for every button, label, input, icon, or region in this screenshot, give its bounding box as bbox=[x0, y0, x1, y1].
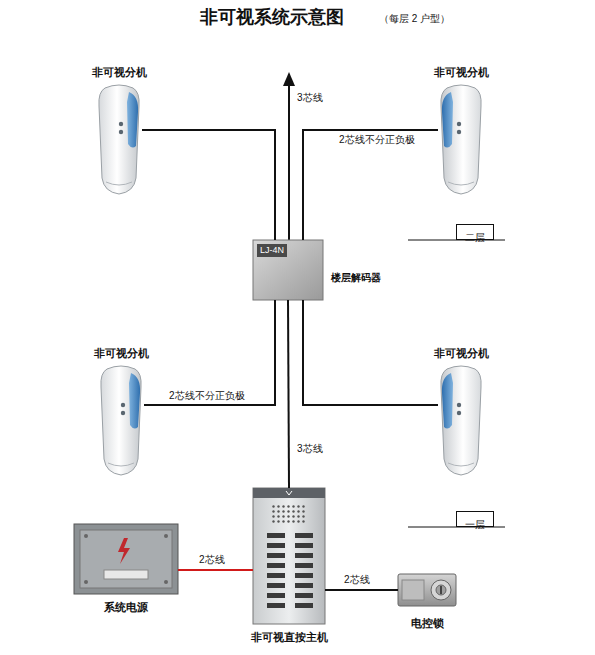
wire-connector bbox=[142, 130, 275, 240]
handset-picture bbox=[441, 366, 481, 475]
wire-label: 2芯线 bbox=[198, 554, 226, 566]
note-label: （每层 2 户型） bbox=[378, 13, 451, 25]
decoder-box bbox=[253, 240, 323, 300]
wire-connector bbox=[178, 569, 253, 571]
device-heading: 非可视分机 bbox=[94, 347, 149, 360]
wire-connector bbox=[303, 300, 438, 405]
wire-connector bbox=[144, 300, 275, 405]
handset-node: 非可视分机 bbox=[96, 84, 142, 196]
arrow-head bbox=[283, 72, 295, 86]
wire-connector bbox=[288, 300, 289, 488]
lock-picture bbox=[398, 574, 456, 606]
model-tag: LJ-4N bbox=[257, 244, 287, 257]
title: 非可视系统示意图 bbox=[200, 7, 344, 29]
wire-connector bbox=[303, 130, 438, 240]
device-caption: 楼层解码器 bbox=[331, 272, 381, 284]
riser-line bbox=[288, 84, 290, 240]
note-label: 3芯线 bbox=[296, 92, 324, 104]
wire-label: 2芯线不分正负极 bbox=[168, 390, 246, 402]
floor-box: 一层 bbox=[456, 511, 494, 527]
handset-node: 非可视分机 bbox=[438, 365, 484, 477]
device-node: 电控锁 bbox=[398, 570, 456, 610]
device-caption: 电控锁 bbox=[411, 617, 444, 630]
wire-connector bbox=[325, 589, 398, 591]
device-heading: 非可视分机 bbox=[434, 347, 489, 360]
device-node: 非可视直按主机 bbox=[253, 488, 325, 624]
power-supply-picture bbox=[74, 524, 178, 594]
handset-picture bbox=[101, 366, 141, 475]
decoder-node: LJ-4N楼层解码器 bbox=[253, 240, 323, 300]
device-caption: 非可视直按主机 bbox=[251, 631, 328, 644]
wire-label: 2芯线不分正负极 bbox=[338, 134, 416, 146]
device-heading: 非可视分机 bbox=[434, 66, 489, 79]
wire-label: 2芯线 bbox=[343, 574, 371, 586]
handset-picture bbox=[99, 85, 139, 194]
wire-label: 3芯线 bbox=[296, 443, 324, 455]
device-heading: 非可视分机 bbox=[92, 66, 147, 79]
floor-label: 二层 bbox=[465, 232, 485, 244]
device-node: 系统电源 bbox=[74, 524, 178, 594]
main-unit-picture bbox=[253, 488, 325, 624]
handset-picture bbox=[441, 85, 481, 194]
handset-node: 非可视分机 bbox=[438, 84, 484, 196]
device-caption: 系统电源 bbox=[104, 601, 148, 614]
floor-label: 一层 bbox=[465, 519, 485, 531]
handset-node: 非可视分机 bbox=[98, 365, 144, 477]
floor-box: 二层 bbox=[456, 224, 494, 240]
